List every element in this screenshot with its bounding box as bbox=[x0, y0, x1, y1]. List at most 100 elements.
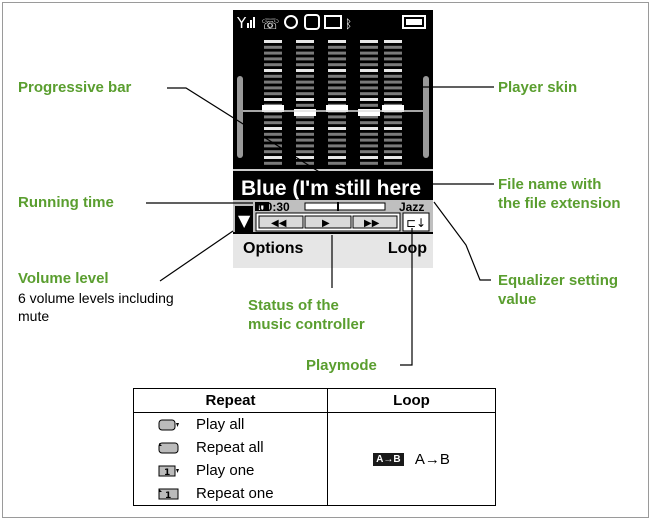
eq-segment bbox=[296, 86, 314, 90]
label-status-1: Status of the bbox=[248, 297, 339, 314]
eq-segment bbox=[264, 144, 282, 148]
progress-bar bbox=[304, 202, 386, 211]
eq-segment bbox=[360, 150, 378, 154]
eq-segment bbox=[360, 40, 378, 43]
eq-segment bbox=[328, 80, 346, 84]
eq-segment bbox=[264, 121, 282, 125]
alarm-icon bbox=[284, 15, 298, 29]
label-status-2: music controller bbox=[248, 316, 365, 333]
repeat-item-label: Repeat one bbox=[196, 485, 274, 502]
eq-segment bbox=[296, 115, 314, 119]
signal-icon: Y bbox=[236, 14, 247, 32]
play-icon: ▶ bbox=[322, 218, 330, 229]
eq-segment bbox=[328, 57, 346, 61]
bluetooth-icon: ᛒ bbox=[345, 17, 352, 31]
eq-knob bbox=[326, 105, 348, 112]
svg-text:1: 1 bbox=[164, 468, 170, 477]
running-time-text: 00:30 bbox=[259, 200, 290, 214]
eq-segment bbox=[264, 127, 282, 130]
eq-segment bbox=[296, 57, 314, 61]
svg-text:▪: ▪ bbox=[258, 203, 264, 213]
eq-knob bbox=[294, 109, 316, 116]
repeat-item-label: Play one bbox=[196, 462, 255, 479]
eq-segment bbox=[360, 92, 378, 96]
status-icons: Y ☏ ᛒ bbox=[236, 14, 426, 33]
eq-knob bbox=[382, 105, 404, 112]
eq-segment bbox=[264, 51, 282, 55]
eq-segment bbox=[328, 63, 346, 67]
eq-segment bbox=[296, 51, 314, 55]
label-volume-level: Volume level bbox=[18, 270, 109, 287]
eq-segment bbox=[264, 98, 282, 101]
eq-segment bbox=[384, 69, 402, 72]
eq-segment bbox=[360, 138, 378, 142]
eq-segment bbox=[328, 150, 346, 154]
eq-segment bbox=[384, 98, 402, 101]
eq-segment bbox=[264, 63, 282, 67]
eq-segment bbox=[384, 74, 402, 78]
eq-segment bbox=[360, 69, 378, 72]
eq-segment bbox=[296, 127, 314, 130]
eq-segment bbox=[360, 127, 378, 130]
eq-segment bbox=[384, 45, 402, 49]
message-icon bbox=[324, 15, 342, 29]
eq-segment bbox=[264, 45, 282, 49]
volume-desc-1: 6 volume levels including bbox=[18, 290, 174, 306]
eq-segment bbox=[296, 156, 314, 159]
eq-segment bbox=[328, 132, 346, 136]
repeat-item-play-all: Play all bbox=[134, 413, 327, 436]
eq-segment bbox=[384, 150, 402, 154]
eq-segment bbox=[384, 63, 402, 67]
eq-segment bbox=[264, 40, 282, 43]
eq-segment bbox=[296, 121, 314, 125]
eq-segment bbox=[264, 156, 282, 159]
eq-segment bbox=[384, 86, 402, 90]
repeat-all-icon bbox=[158, 442, 179, 453]
eq-segment bbox=[296, 98, 314, 101]
eq-segment bbox=[264, 74, 282, 78]
eq-segment bbox=[384, 57, 402, 61]
eq-segment bbox=[384, 121, 402, 125]
repeat-cell: Play all Repeat all 1 Play one 1 Repeat … bbox=[133, 412, 328, 506]
eq-segment bbox=[264, 115, 282, 119]
label-eq-2: value bbox=[498, 291, 537, 308]
loop-cell: A→B A→B bbox=[327, 412, 496, 506]
repeat-item-play-one: 1 Play one bbox=[134, 459, 327, 482]
options-softkey[interactable]: Options bbox=[243, 240, 304, 257]
eq-segment bbox=[264, 69, 282, 72]
eq-segment bbox=[360, 115, 378, 119]
eq-segment bbox=[296, 69, 314, 72]
eq-segment bbox=[328, 86, 346, 90]
eq-segment bbox=[296, 144, 314, 148]
eq-segment bbox=[384, 138, 402, 142]
eq-segment bbox=[384, 161, 402, 165]
repeat-item-label: Repeat all bbox=[196, 439, 264, 456]
repeat-item-repeat-one: 1 Repeat one bbox=[134, 482, 327, 505]
eq-segment bbox=[296, 138, 314, 142]
eq-segment bbox=[360, 144, 378, 148]
repeat-item-repeat-all: Repeat all bbox=[134, 436, 327, 459]
eq-segment bbox=[384, 144, 402, 148]
phone-screen: Y ☏ ᛒ Blue (I'm still here ▪ 00:30 Jazz bbox=[233, 10, 433, 268]
eq-segment bbox=[296, 92, 314, 96]
loop-softkey[interactable]: Loop bbox=[387, 240, 427, 257]
leader-eq bbox=[433, 201, 491, 281]
eq-segment bbox=[328, 74, 346, 78]
eq-segment bbox=[328, 45, 346, 49]
eq-segment bbox=[296, 103, 314, 107]
eq-segment bbox=[296, 150, 314, 154]
file-name-text: Blue (I'm still here bbox=[241, 177, 421, 200]
eq-segment bbox=[360, 121, 378, 125]
label-player-skin: Player skin bbox=[498, 79, 578, 96]
eq-segment bbox=[360, 57, 378, 61]
eq-segment bbox=[384, 92, 402, 96]
eq-segment bbox=[328, 138, 346, 142]
eq-segment bbox=[296, 74, 314, 78]
eq-segment bbox=[296, 132, 314, 136]
eq-segment bbox=[360, 161, 378, 165]
eq-segment bbox=[328, 40, 346, 43]
eq-segment bbox=[264, 80, 282, 84]
play-one-icon: 1 bbox=[158, 465, 179, 477]
playmode-table: Repeat Loop Play all Repeat all 1 Play o… bbox=[133, 388, 496, 506]
eq-segment bbox=[384, 127, 402, 130]
